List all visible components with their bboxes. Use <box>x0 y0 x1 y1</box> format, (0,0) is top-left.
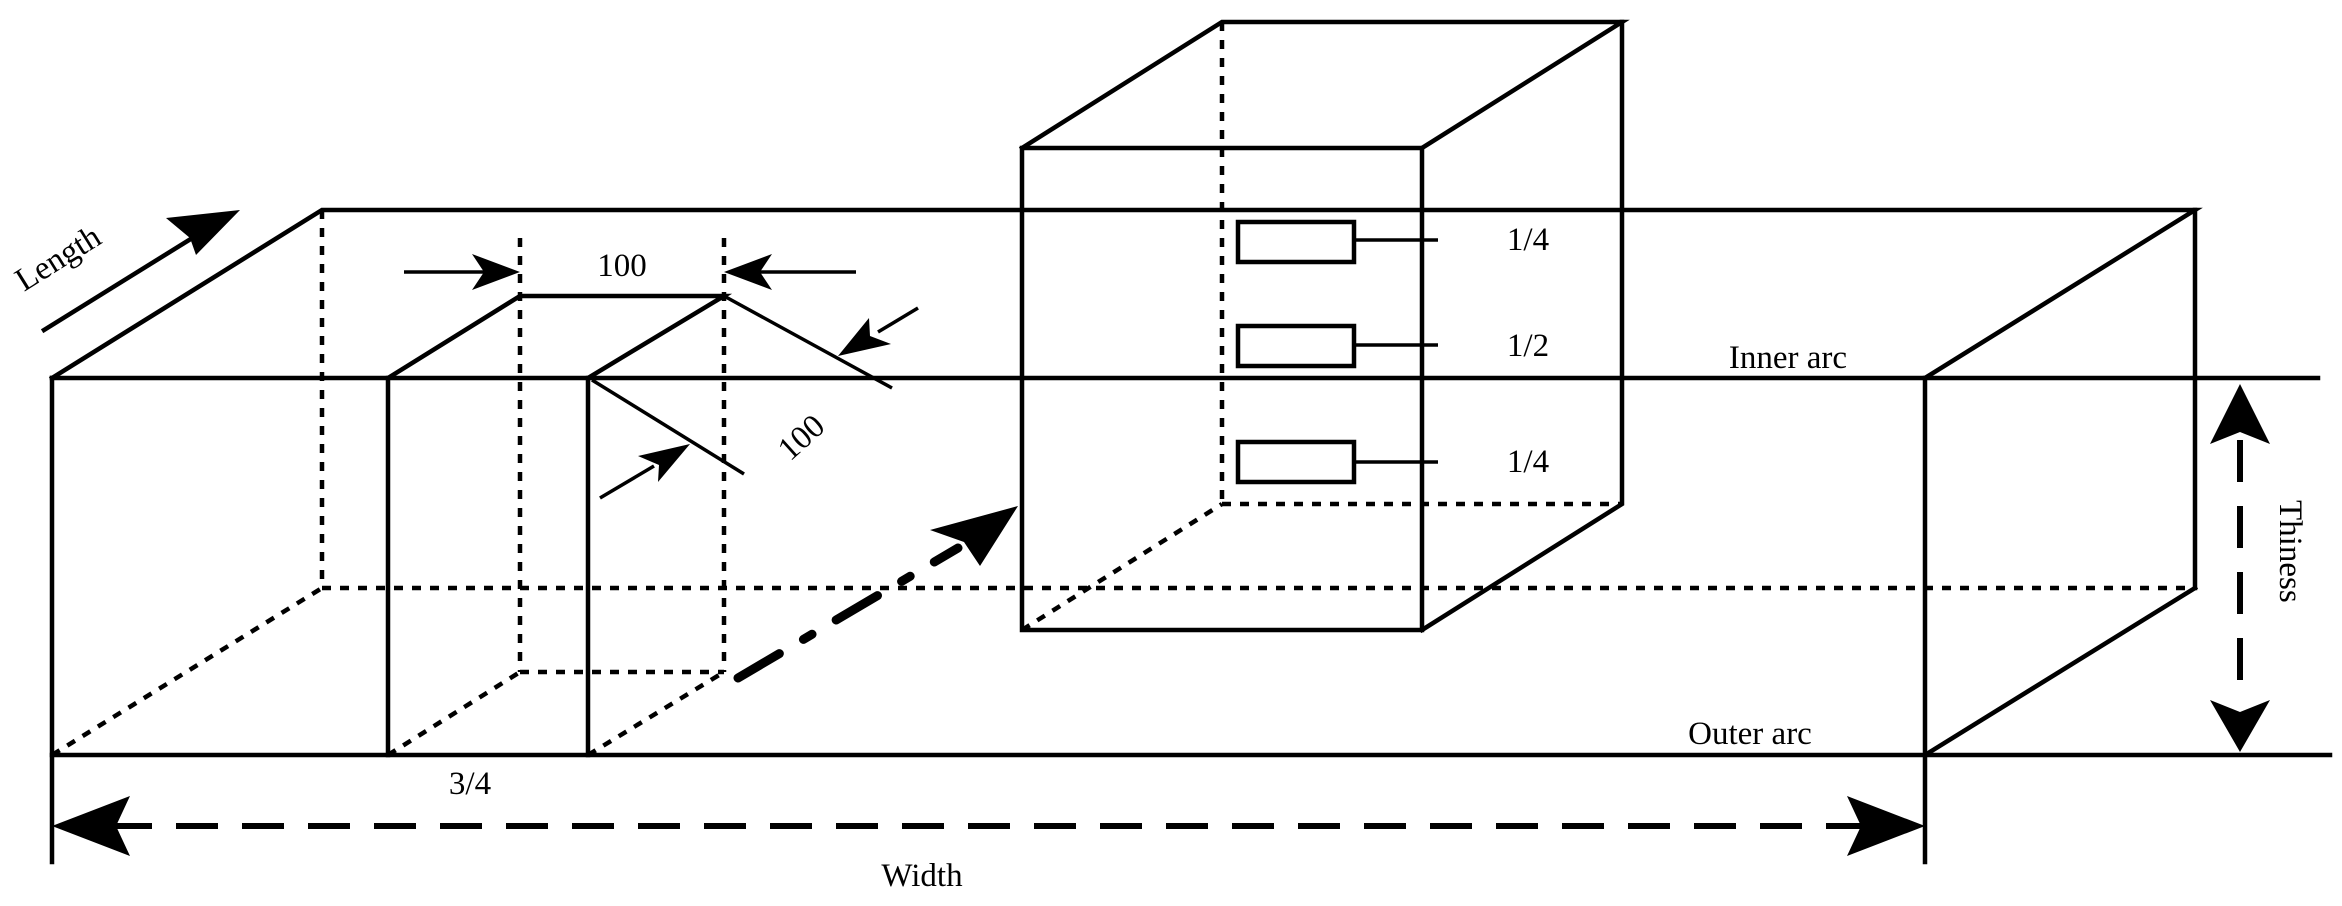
position-label: 3/4 <box>449 766 491 802</box>
length-arrow-shaft <box>40 228 206 334</box>
width-label: Width <box>881 858 963 894</box>
slab-hidden-left-bottom <box>50 586 324 757</box>
thickness-dimension <box>2210 384 2270 752</box>
sample-hidden-diag-1 <box>386 670 522 757</box>
notch-depth-line-right <box>723 294 893 390</box>
gauge-top <box>1235 219 1357 265</box>
cube-top-face <box>1018 19 1630 152</box>
length-arrow <box>40 210 240 334</box>
gauge-middle <box>1235 323 1357 369</box>
notch-width-arrowhead-right <box>724 254 772 290</box>
gauge-bottom <box>1235 439 1357 485</box>
width-arrowhead-right <box>1847 796 1925 856</box>
notch-sample <box>384 238 733 758</box>
notch-width-arrowhead-left <box>472 254 520 290</box>
cube-hidden-diagonal <box>1020 502 1224 632</box>
cube-right-face <box>1418 19 1625 634</box>
gauge-markers <box>1235 219 1438 485</box>
thickness-arrowhead-top <box>2210 384 2270 444</box>
notch-depth-arrow-upper-shaft <box>877 306 919 334</box>
notch-width-label: 100 <box>597 248 647 284</box>
notch-depth-line-front <box>591 378 745 476</box>
notch-depth-label: 100 <box>771 408 832 468</box>
extraction-arrow <box>733 506 1018 683</box>
extraction-path <box>733 543 963 683</box>
notch-dimensions <box>404 254 919 500</box>
width-arrowhead-left <box>52 796 130 856</box>
inner-arc-label: Inner arc <box>1729 340 1847 376</box>
notch-depth-arrowhead-upper <box>838 318 891 356</box>
gauge-middle-label: 1/2 <box>1507 328 1549 364</box>
width-dimension <box>52 796 1925 856</box>
sample-top-outline <box>384 293 733 382</box>
notch-depth-arrowhead-lower <box>638 444 690 482</box>
extraction-arrowhead <box>930 506 1018 566</box>
slab <box>48 207 2333 865</box>
gauge-bottom-label: 1/4 <box>1507 444 1549 480</box>
slab-right-bottom-edge <box>1921 584 2199 759</box>
thickness-label: Thiness <box>2272 500 2308 603</box>
notch-depth-arrow-lower-shaft <box>599 464 655 500</box>
gauge-top-label: 1/4 <box>1507 222 1549 258</box>
extracted-cube <box>1018 19 1630 634</box>
length-arrowhead <box>166 210 240 255</box>
slab-top-back-edge <box>48 207 2203 382</box>
outer-arc-label: Outer arc <box>1688 716 1812 752</box>
sample-hidden-diag-2 <box>586 670 726 757</box>
length-label: Length <box>9 218 108 298</box>
thickness-arrowhead-bottom <box>2210 700 2270 752</box>
